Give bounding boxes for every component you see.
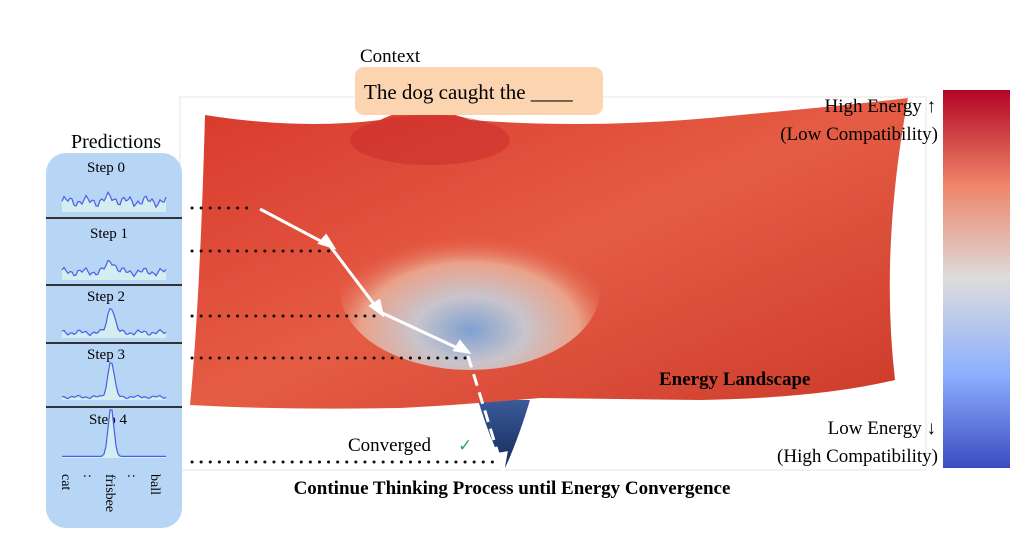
- energy-landscape-surface: [190, 98, 908, 468]
- predictions-title: Predictions: [71, 131, 161, 153]
- optimization-trajectory: [259, 207, 508, 475]
- step-2-label: Step 2: [87, 289, 125, 305]
- step-0-distribution-fill: [62, 192, 166, 212]
- step-1-distribution-fill: [62, 260, 166, 280]
- predictions-panel: [46, 153, 182, 528]
- step-0-distribution-curve: [61, 190, 167, 209]
- step-3-distribution-fill: [62, 362, 166, 400]
- step-4-distribution-curve: [62, 409, 166, 457]
- token-ball: ball: [147, 474, 162, 495]
- token-ellipsis-2: :: [124, 474, 139, 478]
- high-energy-sub: (Low Compatibility): [780, 124, 938, 145]
- step-3-label: Step 3: [87, 347, 125, 363]
- step-1-distribution-curve: [61, 259, 167, 278]
- step-dividers: [46, 217, 182, 408]
- context-box: [355, 67, 603, 115]
- step-4-label: Step 4: [89, 412, 127, 428]
- context-sentence: The dog caught the ____: [364, 80, 573, 104]
- low-energy-sub: (High Compatibility): [777, 446, 938, 467]
- convergence-well: [478, 400, 530, 468]
- colorbar: [943, 90, 1010, 468]
- caption: Continue Thinking Process until Energy C…: [294, 478, 731, 499]
- step-4-distribution-fill: [62, 410, 166, 458]
- low-energy-label: Low Energy ↓: [828, 418, 936, 439]
- step-connectors: [190, 206, 496, 464]
- token-cat: cat: [58, 474, 73, 490]
- token-frisbee: frisbee: [102, 474, 117, 512]
- converged-label: Converged: [348, 435, 432, 456]
- check-icon: ✓: [458, 436, 472, 455]
- step-1-label: Step 1: [90, 226, 128, 242]
- step-2-distribution-fill: [62, 308, 166, 338]
- high-energy-label: High Energy ↑: [824, 96, 936, 117]
- step-3-distribution-curve: [61, 362, 167, 400]
- context-label: Context: [360, 46, 421, 67]
- step-2-distribution-curve: [61, 307, 167, 337]
- token-ellipsis-1: :: [80, 474, 95, 478]
- step-0-label: Step 0: [87, 160, 125, 176]
- landscape-title: Energy Landscape: [659, 369, 811, 390]
- arrow-head-icon: [491, 451, 508, 475]
